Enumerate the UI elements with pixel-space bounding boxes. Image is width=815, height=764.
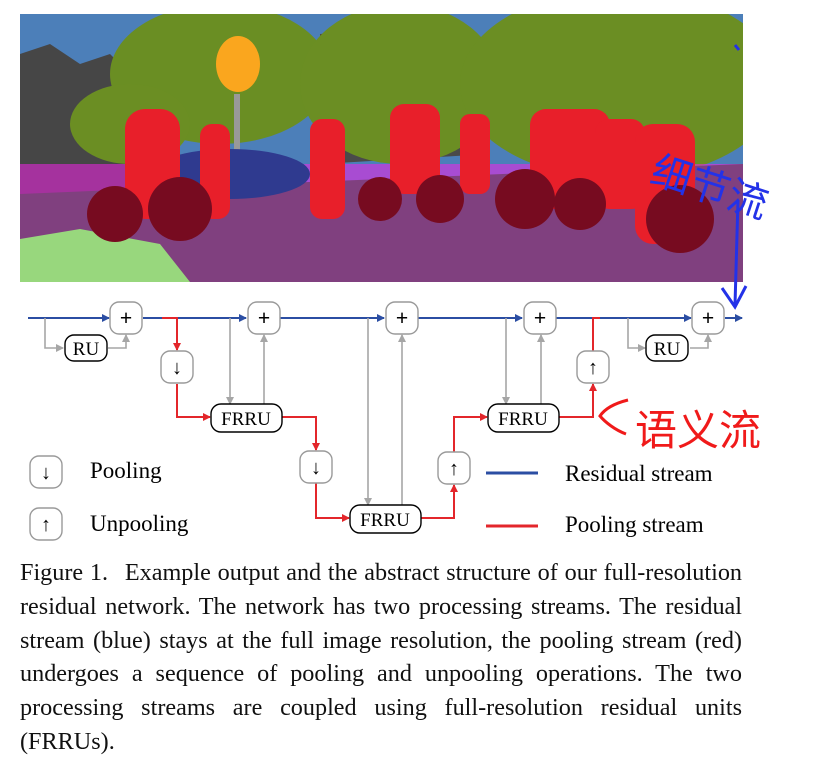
svg-text:+: + [120, 305, 133, 330]
svg-text:+: + [258, 305, 271, 330]
legend-pooling-stream-label: Pooling stream [565, 512, 704, 537]
segmentation-output-image [20, 14, 743, 282]
frru-node: FRRU [349, 504, 422, 534]
sum-node: + [109, 301, 143, 335]
svg-text:↓: ↓ [41, 462, 51, 484]
svg-text:↑: ↑ [449, 458, 459, 480]
sum-node: + [523, 301, 557, 335]
pooling-node: ↓ [160, 350, 194, 384]
svg-text:+: + [396, 305, 409, 330]
pooling-stream-path [162, 317, 600, 522]
svg-text:↑: ↑ [588, 357, 598, 379]
legend-unpooling-label: Unpooling [90, 511, 189, 536]
svg-text:+: + [702, 305, 715, 330]
svg-text:FRRU: FRRU [360, 510, 410, 531]
pooling-node: ↓ [299, 450, 333, 484]
svg-text:FRRU: FRRU [498, 409, 548, 430]
frru-node: FRRU [487, 403, 560, 433]
svg-text:↓: ↓ [172, 357, 182, 379]
sum-node: + [691, 301, 725, 335]
svg-text:FRRU: FRRU [221, 409, 271, 430]
legend-unpooling-icon: ↑ [29, 507, 63, 541]
sum-node: + [247, 301, 281, 335]
unpooling-node: ↑ [576, 350, 610, 384]
svg-text:RU: RU [73, 339, 100, 360]
ru-node: RU [645, 334, 689, 362]
svg-text:↓: ↓ [311, 457, 321, 479]
caption-label: Figure 1. [20, 559, 109, 586]
network-diagram: + + + + + RU RU FRRU FRRU FRRU ↓ [28, 301, 743, 541]
svg-text:↑: ↑ [41, 514, 51, 536]
svg-text:RU: RU [654, 339, 681, 360]
caption-text: Example output and the abstract structur… [20, 559, 743, 755]
svg-text:+: + [534, 305, 547, 330]
frru-node: FRRU [210, 403, 283, 433]
legend-pooling-label: Pooling [90, 458, 162, 483]
sum-node: + [385, 301, 419, 335]
legend-pooling-icon: ↓ [29, 455, 63, 489]
figure-caption: Figure 1. Example output and the abstrac… [20, 556, 742, 759]
skip-connections [44, 318, 712, 506]
unpooling-node: ↑ [437, 451, 471, 485]
ru-node: RU [64, 334, 108, 362]
legend-residual-label: Residual stream [565, 461, 713, 486]
